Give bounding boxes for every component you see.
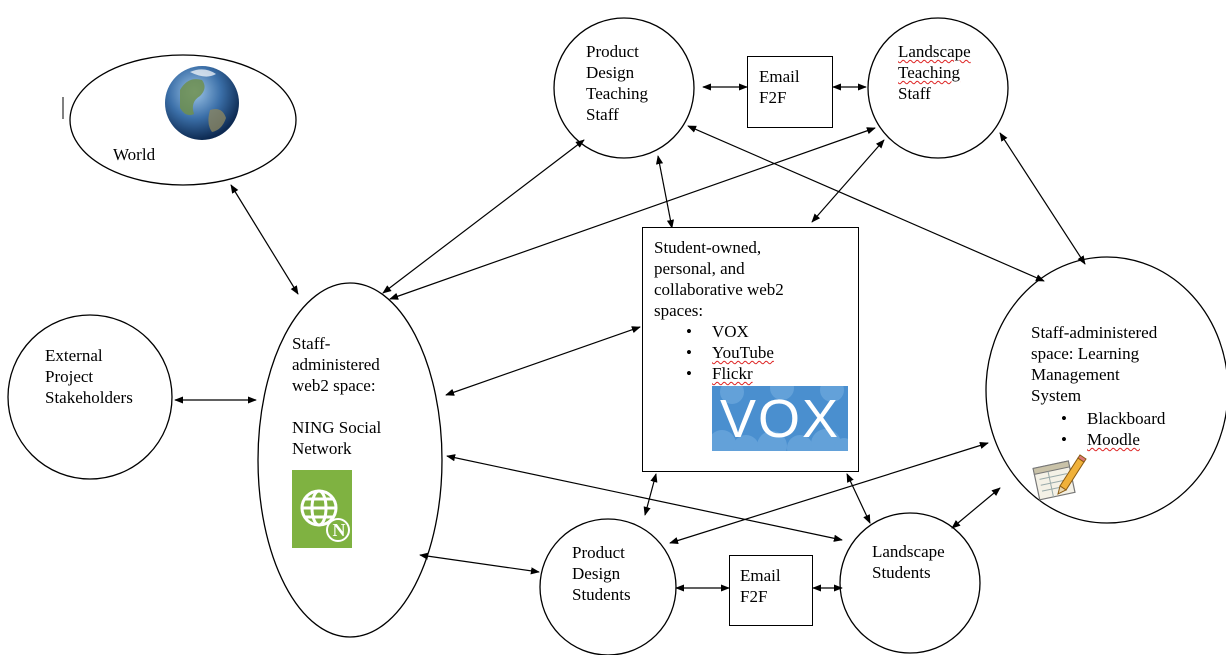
email-f2f-bottom-box — [729, 555, 813, 626]
landscape-staff-line-1: Landscape — [898, 42, 971, 61]
product-design-students-label: Product Design Students — [572, 543, 631, 604]
landscape-staff-line-3: Staff — [898, 84, 931, 103]
email-f2f-top-label: Email F2F — [759, 67, 800, 107]
landscape-students-label: Landscape Students — [872, 542, 945, 582]
ning-logo: N — [292, 470, 352, 548]
connectors — [174, 83, 1086, 592]
vox-logo-text: VOX — [719, 389, 841, 449]
vox-logo: VOX — [712, 386, 848, 451]
lms-list: Blackboard Moodle — [1061, 408, 1165, 450]
landscape-staff-line-2: Teaching — [898, 63, 961, 82]
lms-label: Staff-administered space: Learning Manag… — [1031, 323, 1158, 405]
world-label: World — [113, 145, 156, 164]
list-item-vox: VOX — [686, 321, 774, 342]
vox-cloud-pattern — [712, 386, 848, 451]
earth-image — [165, 66, 239, 140]
student-spaces-label: Student-owned, personal, and collaborati… — [654, 238, 784, 320]
landscape-students-node — [839, 512, 981, 654]
email-f2f-top-box — [747, 56, 833, 128]
notepad-pencil-icon — [1032, 454, 1087, 501]
lms-node — [985, 256, 1226, 524]
external-stakeholders-label: External Project Stakeholders — [45, 346, 133, 407]
student-spaces-list: VOX YouTube Flickr — [686, 321, 774, 384]
ning-node — [257, 282, 443, 638]
globe-icon — [300, 489, 350, 542]
landscape-staff-label: Landscape Teaching Staff — [898, 41, 971, 104]
product-design-staff-label: Product Design Teaching Staff — [586, 42, 649, 124]
list-item-blackboard: Blackboard — [1061, 408, 1165, 429]
external-stakeholders-node — [7, 314, 173, 480]
email-f2f-bottom-label: Email F2F — [740, 566, 781, 606]
list-item-moodle: Moodle — [1061, 429, 1165, 450]
list-item-youtube: YouTube — [686, 342, 774, 363]
ning-label: Staff- administered web2 space: NING Soc… — [292, 334, 382, 458]
ning-logo-letter: N — [332, 520, 346, 540]
list-item-flickr: Flickr — [686, 363, 774, 384]
